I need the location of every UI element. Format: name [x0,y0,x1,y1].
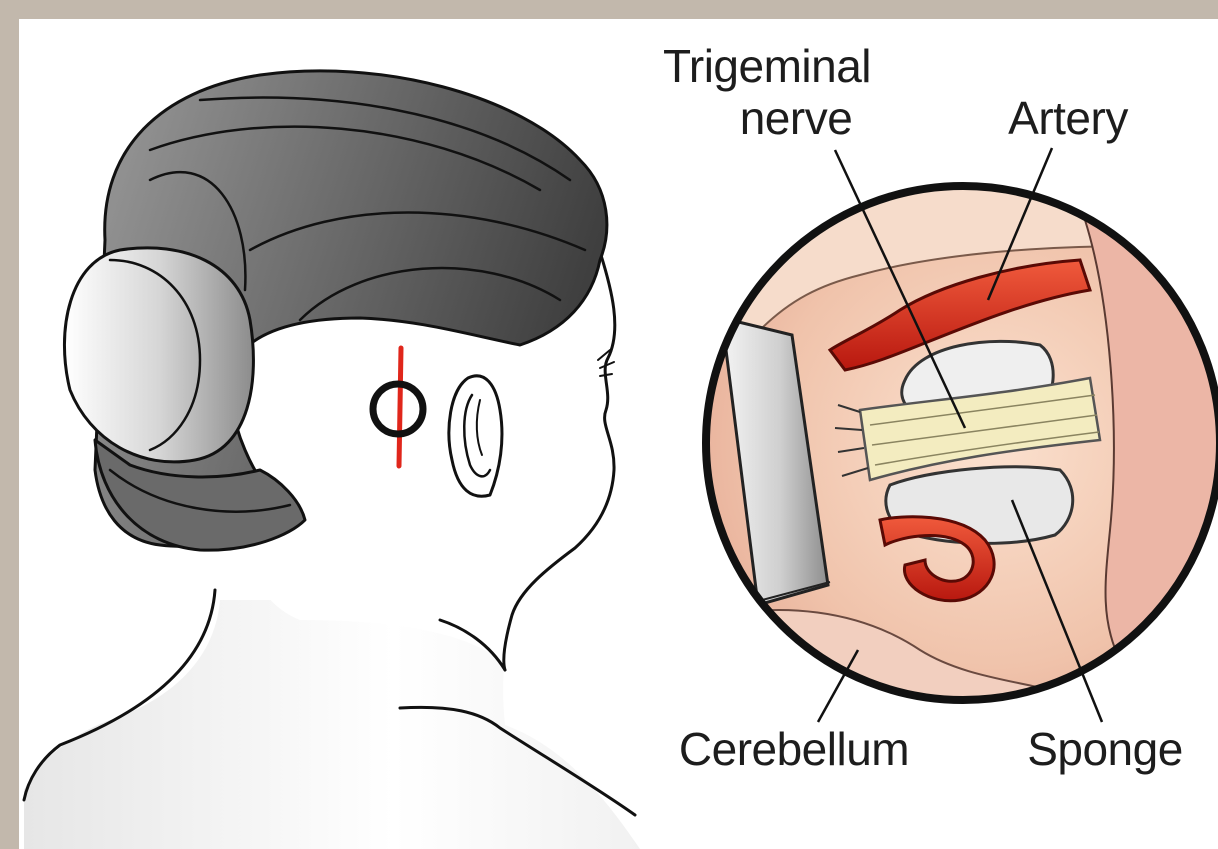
incision-line [399,348,401,466]
label-cerebellum: Cerebellum [679,723,909,775]
ear [449,376,502,496]
label-trigeminal-line1: Trigeminal [663,40,871,92]
label-sponge: Sponge [1027,723,1183,775]
label-trigeminal-line2: nerve [740,92,853,144]
label-artery: Artery [1008,92,1128,144]
